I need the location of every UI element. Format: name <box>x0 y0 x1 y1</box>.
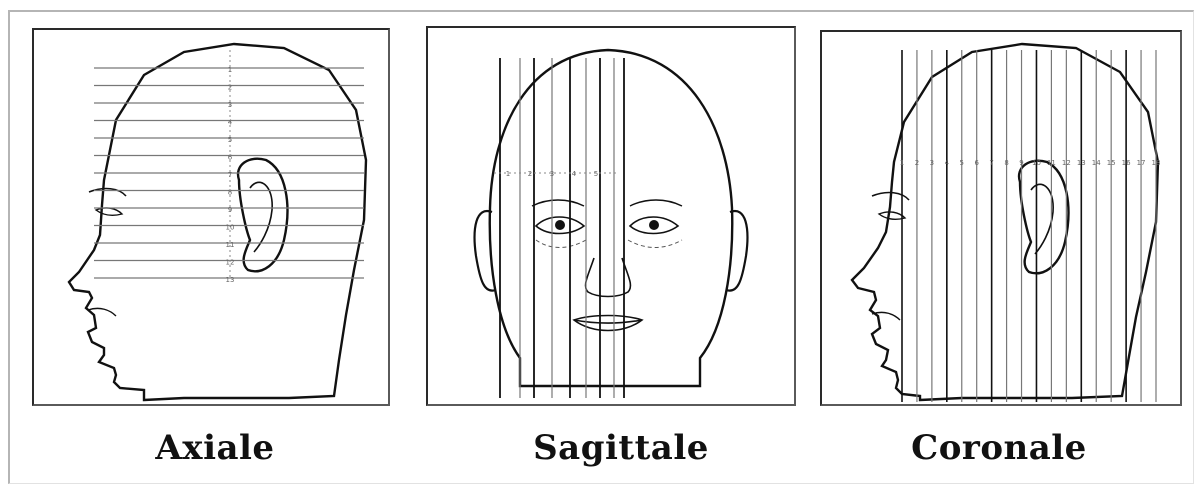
axial-slice-number: 12 <box>226 259 235 267</box>
coronal-slice-number: 3 <box>930 159 934 167</box>
coronal-slice-number: 11 <box>1047 159 1056 167</box>
coronal-slice-number: 10 <box>1032 159 1041 167</box>
coronal-slice-number: 7 <box>989 159 993 167</box>
axial-slice-number: 7 <box>228 171 232 179</box>
sagittal-label: Sagittale <box>506 428 736 476</box>
coronal-slice-number: 1 <box>900 159 904 167</box>
axial-slice-number: 11 <box>226 241 235 249</box>
coronal-slice-number: 12 <box>1062 159 1071 167</box>
coronal-slice-number: 9 <box>1019 159 1023 167</box>
right-brow <box>630 200 682 206</box>
coronal-slice-number: 18 <box>1152 159 1161 167</box>
axial-slice-number: 1 <box>228 66 232 74</box>
axial-slice-number: 5 <box>228 136 232 144</box>
sagittal-slice-number: 2 <box>528 170 532 178</box>
sagittal-panel: 1 2 3 4 5 <box>426 26 796 406</box>
mouth <box>574 316 642 331</box>
axial-slice-number: 3 <box>228 101 232 109</box>
axial-slice-number: 8 <box>228 189 232 197</box>
under-eye-left <box>536 240 586 248</box>
coronal-slice-number: 2 <box>915 159 919 167</box>
profile-head-outline <box>69 44 366 400</box>
axial-slice-number: 9 <box>228 206 232 214</box>
coronal-slice-number: 13 <box>1077 159 1086 167</box>
profile-head-outline <box>852 44 1158 400</box>
axial-label: Axiale <box>100 428 330 476</box>
coronal-slice-number: 16 <box>1122 159 1131 167</box>
sagittal-slice-number: 4 <box>572 170 577 178</box>
frontal-head-outline <box>490 50 732 386</box>
ear-outline <box>1019 161 1068 274</box>
axial-slice-number: 4 <box>228 119 233 127</box>
under-eye-right <box>628 240 682 248</box>
axial-slice-number: 2 <box>228 84 232 92</box>
sagittal-slice-number: 3 <box>550 170 554 178</box>
mouth <box>872 312 900 320</box>
sagittal-slice-number: 1 <box>506 170 510 178</box>
eye <box>96 208 122 215</box>
eye <box>879 212 905 219</box>
coronal-slice-number: 6 <box>974 159 979 167</box>
sagittal-head-diagram: 1 2 3 4 5 <box>428 28 794 404</box>
left-brow <box>532 200 584 206</box>
ear-inner <box>1031 184 1053 254</box>
right-pupil <box>649 220 659 230</box>
left-pupil <box>555 220 565 230</box>
sagittal-slice-number: 5 <box>594 170 598 178</box>
ear-outline <box>238 159 287 272</box>
coronal-slice-number: 17 <box>1137 159 1146 167</box>
axial-slice-number: 6 <box>228 154 233 162</box>
eye-brow <box>89 189 126 196</box>
axial-slice-number: 10 <box>226 224 235 232</box>
coronal-slice-number: 4 <box>945 159 950 167</box>
coronal-slice-number: 5 <box>960 159 964 167</box>
coronal-slice-number: 14 <box>1092 159 1101 167</box>
coronal-slice-number: 8 <box>1004 159 1008 167</box>
coronal-label: Coronale <box>884 428 1114 476</box>
ear-inner <box>250 182 272 252</box>
axial-slice-number: 13 <box>226 276 235 284</box>
coronal-slice-number: 15 <box>1107 159 1116 167</box>
coronal-slice-lines <box>902 50 1156 402</box>
